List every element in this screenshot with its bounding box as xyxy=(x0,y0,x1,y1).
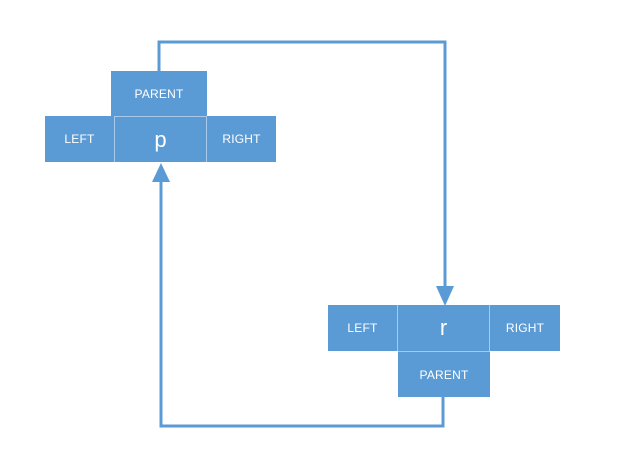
node-r-parent-cell: PARENT xyxy=(398,351,490,397)
node-r-center-label: r xyxy=(439,315,448,340)
node-p-left-label: LEFT xyxy=(64,132,95,146)
arrowhead-into-r xyxy=(436,286,454,306)
node-r-right-cell: RIGHT xyxy=(490,305,560,351)
node-p-right-cell: RIGHT xyxy=(207,116,276,162)
node-r-left-cell: LEFT xyxy=(328,305,398,351)
node-r-left-label: LEFT xyxy=(347,321,378,335)
node-p-parent-cell: PARENT xyxy=(111,71,207,116)
node-r-center-cell: r xyxy=(398,305,490,351)
node-p-center-label: p xyxy=(154,126,167,152)
node-p-center-cell: p xyxy=(115,116,207,162)
arrowhead-into-p xyxy=(152,163,170,182)
node-r-right-label: RIGHT xyxy=(505,321,545,335)
node-r-parent-label: PARENT xyxy=(419,367,469,382)
node-p-right-label: RIGHT xyxy=(222,132,261,146)
connector-p-parent-to-r xyxy=(157,40,447,288)
node-p-left-cell: LEFT xyxy=(45,116,115,162)
node-p-parent-label: PARENT xyxy=(134,86,184,101)
connector-r-parent-to-p xyxy=(159,182,445,428)
